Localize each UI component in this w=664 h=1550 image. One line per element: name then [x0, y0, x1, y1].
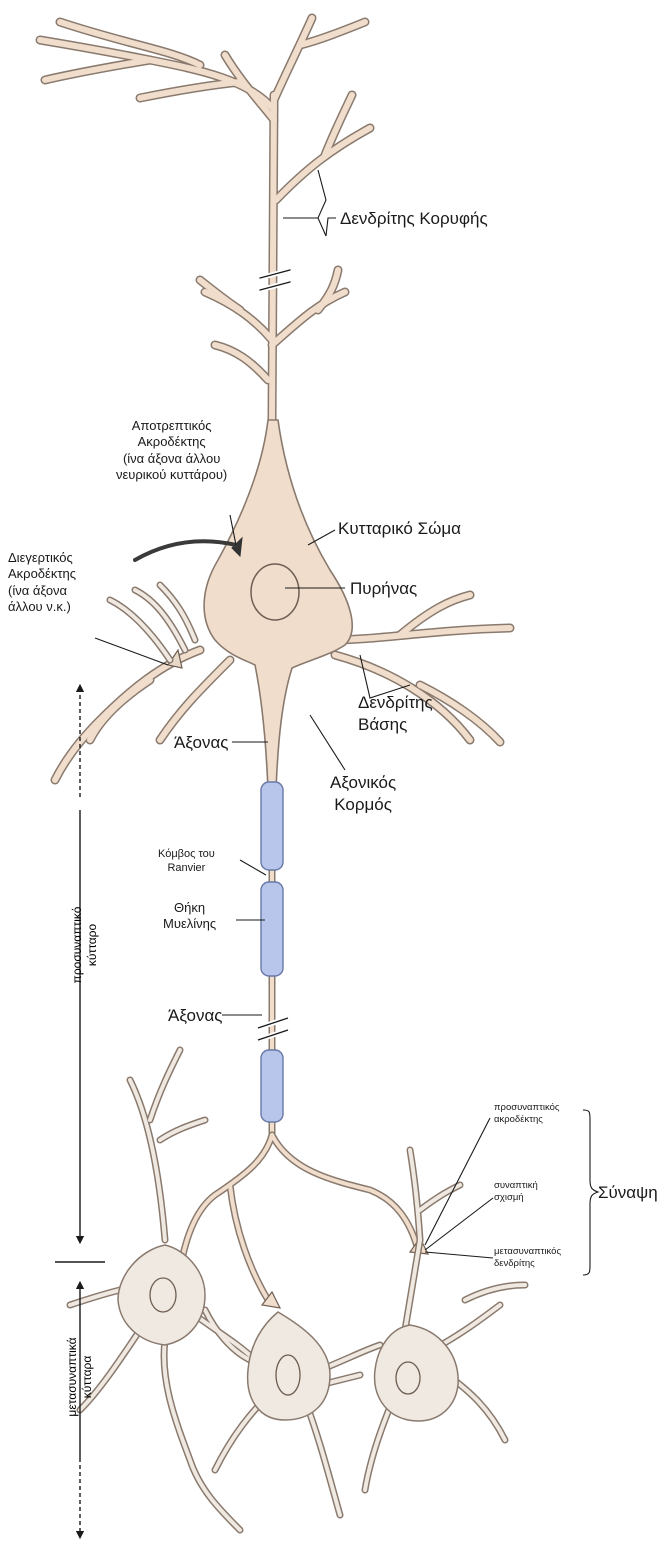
- label-presynaptic-terminal: προσυναπτικός ακροδέκτης: [494, 1102, 559, 1126]
- label-node-of-ranvier: Κόμβος του Ranvier: [158, 848, 215, 876]
- myelin-segment: [261, 882, 283, 976]
- postsynaptic-nucleus-1: [150, 1278, 176, 1312]
- label-nucleus: Πυρήνας: [350, 578, 417, 599]
- nucleus: [251, 564, 299, 620]
- label-axon-hillock: Αξονικός Κορμός: [330, 772, 396, 816]
- label-postsynaptic-cells: μετασυναπτικά κύτταρα: [65, 1317, 95, 1437]
- label-excitatory-terminal: Διεγερτικός Ακροδέκτης (ίνα άξονα άλλου …: [8, 550, 76, 615]
- postsynaptic-nucleus-3: [396, 1362, 420, 1394]
- axon-terminal-branches: [180, 1135, 418, 1300]
- label-myelin-sheath: Θήκη Μυελίνης: [163, 900, 216, 933]
- label-inhibitory-terminal: Αποτρεπτικός Ακροδέκτης (ίνα άξονα άλλου…: [116, 418, 227, 483]
- myelin-segment: [261, 1050, 283, 1122]
- label-axon-top: Άξονας: [174, 732, 228, 753]
- postsynaptic-nucleus-2: [276, 1355, 300, 1395]
- apical-dendrite-tree: [40, 18, 370, 420]
- label-apical-dendrite: Δενδρίτης Κορυφής: [340, 208, 488, 229]
- label-axon-bottom: Άξονας: [168, 1005, 222, 1026]
- label-basal-dendrite: Δενδρίτης Βάσης: [358, 692, 433, 736]
- label-cell-body: Κυτταρικό Σώμα: [338, 518, 461, 539]
- axon: [258, 782, 288, 1135]
- label-presynaptic-cell: προσυναπτικό κύτταρο: [70, 890, 100, 1000]
- label-postsynaptic-dendrite: μετασυναπτικός δενδρίτης: [494, 1246, 561, 1270]
- label-synaptic-cleft: συναπτική σχισμή: [494, 1180, 538, 1204]
- label-synapse: Σύναψη: [598, 1182, 658, 1203]
- myelin-segment: [261, 782, 283, 870]
